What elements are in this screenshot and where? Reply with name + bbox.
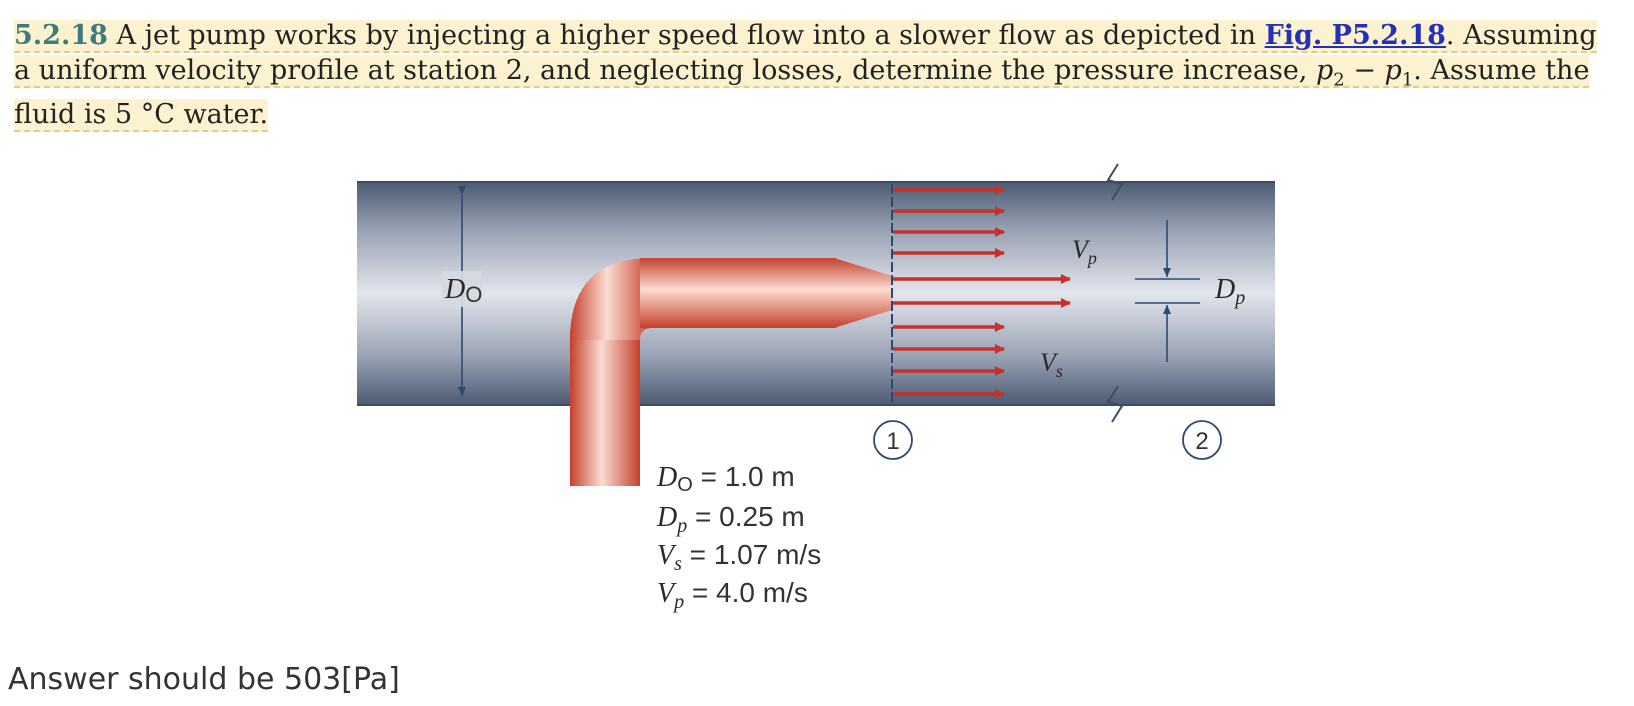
station-2-number: 2: [1195, 428, 1208, 455]
problem-text-1: A jet pump works by injecting a higher s…: [107, 20, 1265, 51]
p2-symbol: p: [1315, 55, 1334, 86]
station-1-number: 1: [886, 428, 899, 455]
problem-number: 5.2.18: [14, 20, 108, 51]
primary-jet-arrows: [893, 274, 1071, 308]
vs-label: Vs: [1040, 348, 1063, 381]
nozzle-bend: [570, 258, 652, 340]
p2-subscript: 2: [1333, 69, 1345, 91]
given-d0: DO = 1.0 m: [656, 461, 795, 496]
secondary-flow-arrows: [893, 185, 1005, 399]
d0-label: DO: [444, 274, 482, 307]
given-vp: Vp = 4.0 m/s: [657, 577, 808, 613]
station-2-marker: [1182, 420, 1222, 460]
p1-subscript: 1: [1401, 69, 1414, 91]
problem-text-3: . Assume the fluid is 5 °C water.: [14, 55, 1590, 131]
nozzle-taper: [834, 258, 892, 328]
figure-link[interactable]: Fig. P5.2.18: [1264, 20, 1446, 51]
p1-symbol: p: [1384, 55, 1402, 86]
break-mark-top: [1106, 163, 1124, 201]
station-1-marker: [873, 420, 913, 460]
nozzle-vertical-leg: [570, 330, 640, 486]
break-mark-bottom: [1106, 385, 1124, 423]
problem-statement: 5.2.18 A jet pump works by injecting a h…: [14, 18, 1620, 133]
nozzle-horizontal-leg: [640, 258, 836, 328]
dp-label: Dp: [1214, 274, 1245, 309]
vp-label: Vp: [1072, 235, 1097, 268]
problem-text-2: . Assuming a uniform velocity profile at…: [14, 20, 1597, 86]
answer-note: Answer should be 503[Pa]: [8, 662, 400, 697]
minus-sign: −: [1344, 55, 1385, 86]
given-vs: Vs = 1.07 m/s: [657, 539, 821, 575]
given-dp: Dp = 0.25 m: [656, 501, 805, 537]
